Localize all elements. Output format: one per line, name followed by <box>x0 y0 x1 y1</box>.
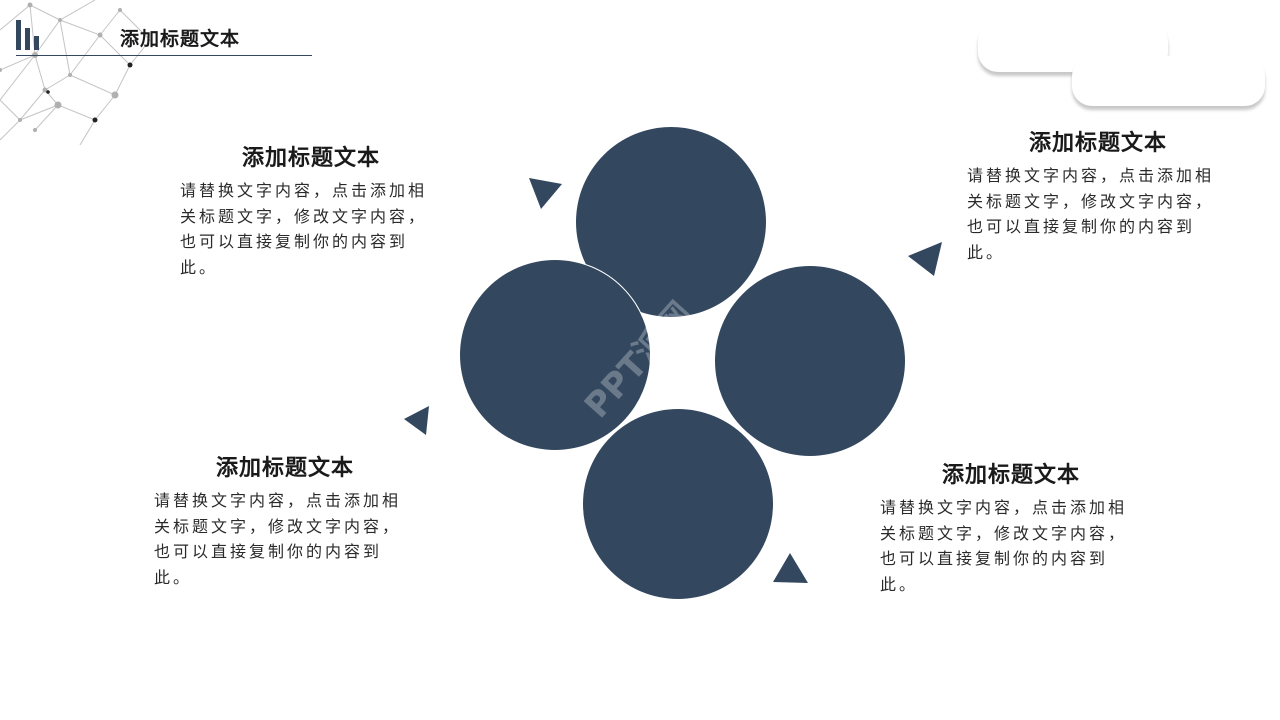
triangle-marker <box>773 553 808 583</box>
text-block-bottom-right: 添加标题文本 请替换文字内容，点击添加相关标题文字，修改文字内容，也可以直接复制… <box>880 457 1142 597</box>
circle-right <box>715 266 905 456</box>
text-block-top-right: 添加标题文本 请替换文字内容，点击添加相关标题文字，修改文字内容，也可以直接复制… <box>967 125 1229 265</box>
network-decoration <box>0 0 151 146</box>
block-title: 添加标题文本 <box>215 455 354 481</box>
circle-bottom <box>583 409 773 599</box>
block-body: 请替换文字内容，点击添加相关标题文字，修改文字内容，也可以直接复制你的内容到此。 <box>967 166 1215 262</box>
block-body: 请替换文字内容，点击添加相关标题文字，修改文字内容，也可以直接复制你的内容到此。 <box>880 498 1128 594</box>
block-title: 添加标题文本 <box>1028 130 1167 156</box>
bars-icon <box>16 20 46 50</box>
text-block-top-left: 添加标题文本 请替换文字内容，点击添加相关标题文字，修改文字内容，也可以直接复制… <box>180 140 442 280</box>
block-body: 请替换文字内容，点击添加相关标题文字，修改文字内容，也可以直接复制你的内容到此。 <box>154 491 402 587</box>
text-block-bottom-left: 添加标题文本 请替换文字内容，点击添加相关标题文字，修改文字内容，也可以直接复制… <box>154 450 416 590</box>
triangle-marker <box>529 178 562 209</box>
triangle-marker <box>908 242 942 276</box>
cloud-shape <box>1072 56 1265 106</box>
page-title: 添加标题文本 <box>120 28 241 50</box>
circle-left <box>460 260 650 450</box>
block-body: 请替换文字内容，点击添加相关标题文字，修改文字内容，也可以直接复制你的内容到此。 <box>180 181 428 277</box>
block-title: 添加标题文本 <box>941 462 1080 488</box>
triangle-marker <box>404 406 429 435</box>
title-divider <box>16 55 312 56</box>
circle-top <box>576 127 766 317</box>
block-title: 添加标题文本 <box>241 145 380 171</box>
